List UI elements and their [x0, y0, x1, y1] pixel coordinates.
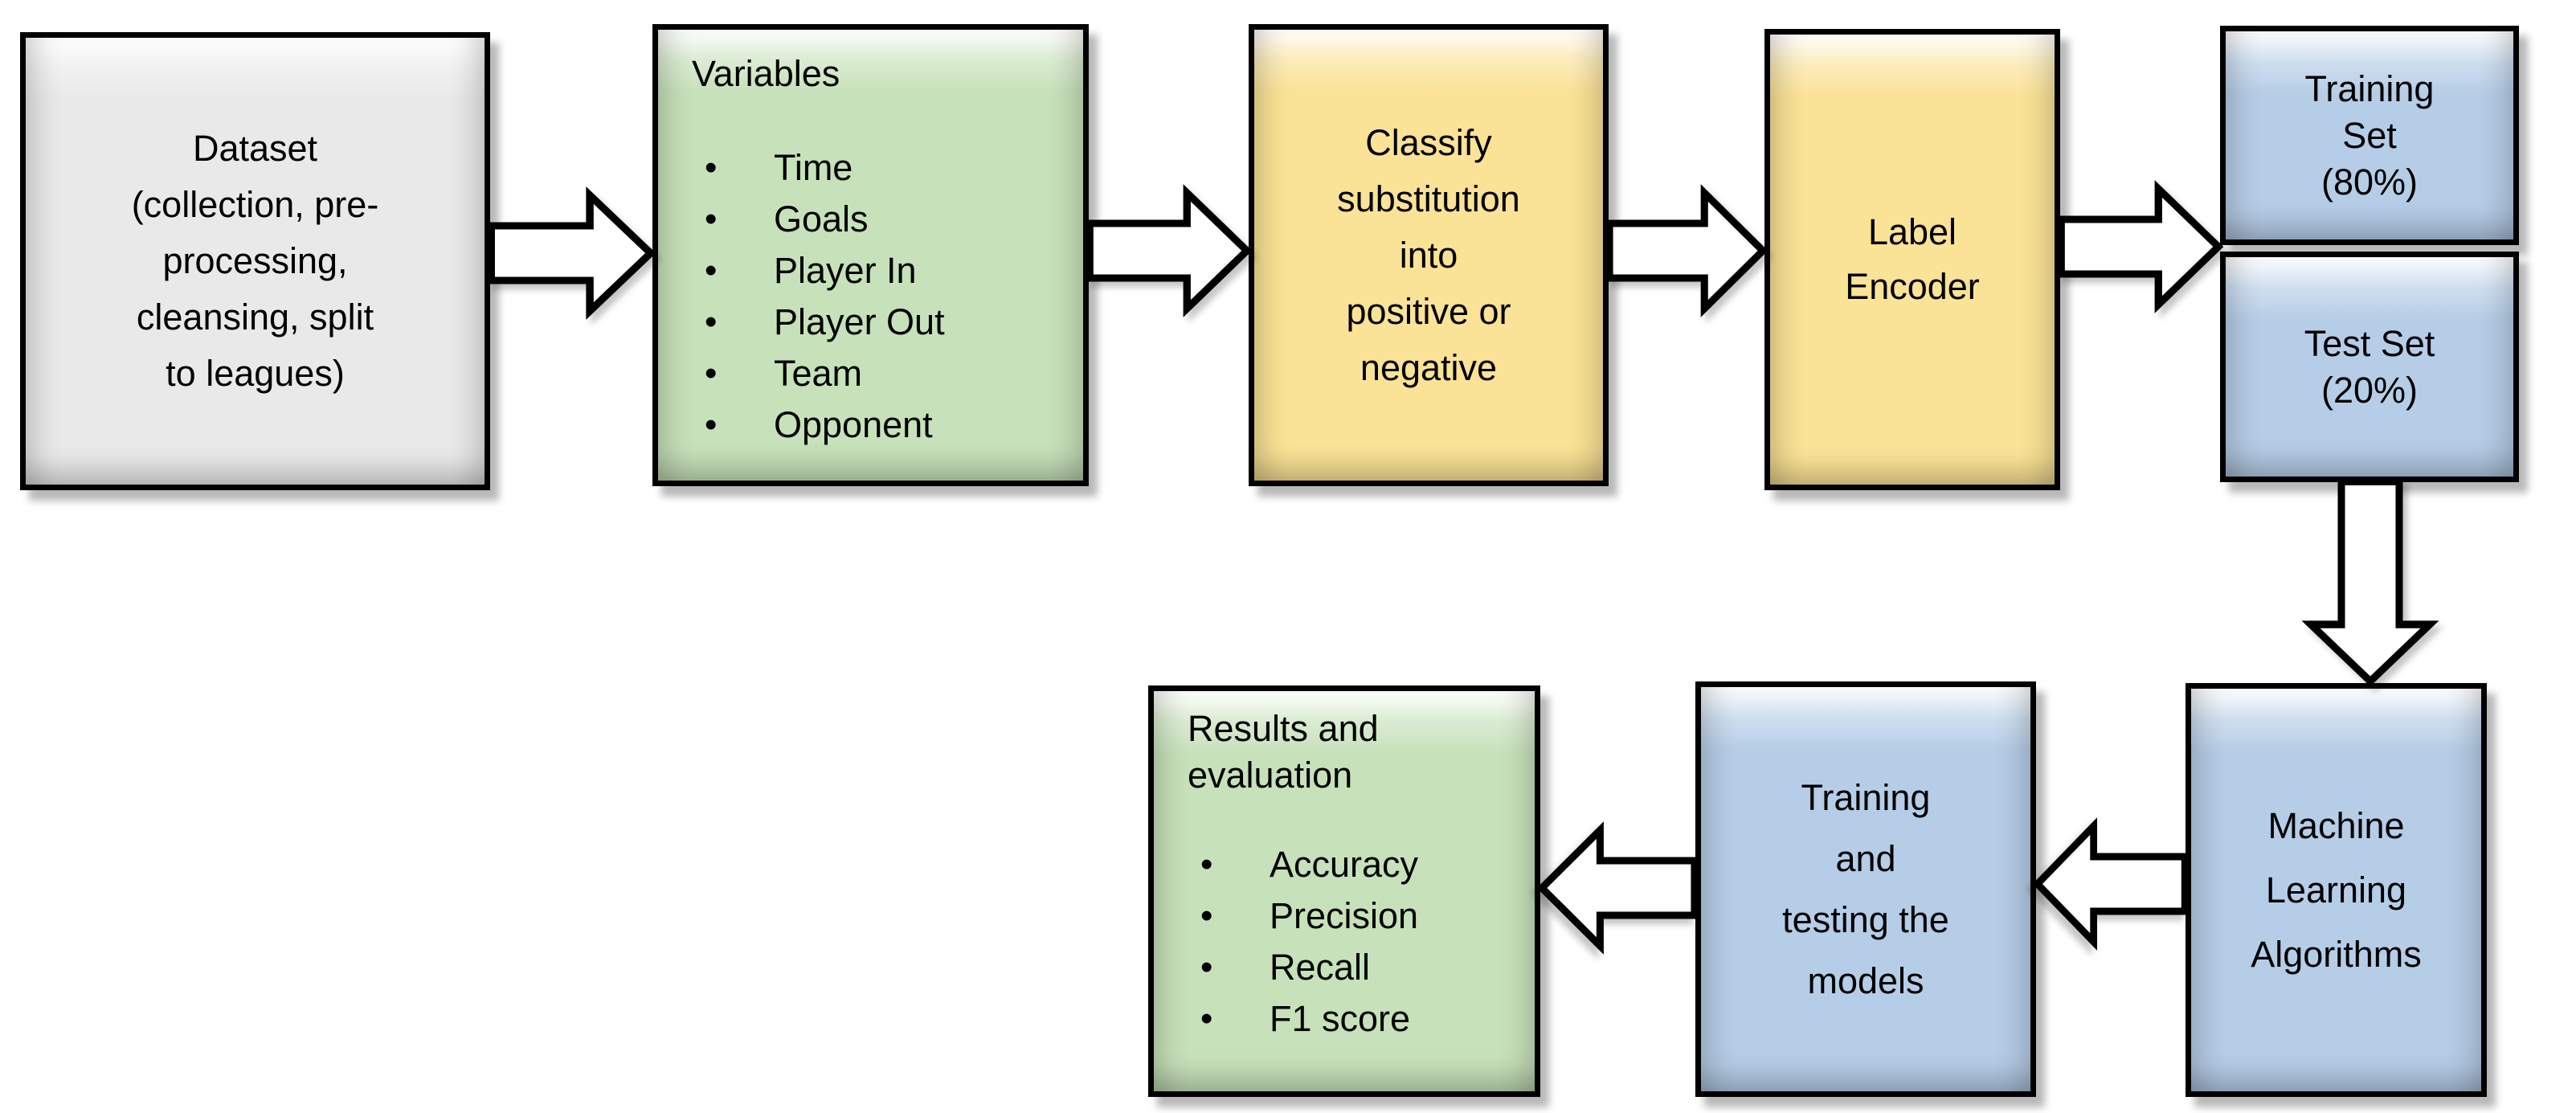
- training-testing-models-box: Training and testing the models: [1695, 681, 2036, 1097]
- training-testing-models-box-label: Training and testing the models: [1782, 776, 1949, 1001]
- list-item: Team: [692, 348, 1067, 399]
- label-encoder-box-label: Label Encoder: [1845, 211, 1980, 307]
- dataset-box-label: Dataset (collection, pre- processing, cl…: [131, 128, 379, 394]
- label-encoder-box: Label Encoder: [1764, 29, 2060, 490]
- arrow-down-icon: [2301, 477, 2439, 687]
- arrow-right-icon: [1605, 184, 1768, 317]
- list-item: Goals: [692, 194, 1067, 245]
- test-set-box: Test Set (20%): [2220, 252, 2519, 482]
- arrow-left-icon: [1536, 821, 1699, 955]
- list-item: Opponent: [692, 399, 1067, 451]
- list-item: Player Out: [692, 297, 1067, 348]
- dataset-box: Dataset (collection, pre- processing, cl…: [20, 32, 490, 490]
- results-evaluation-box: Results and evaluation Accuracy Precisio…: [1148, 685, 1540, 1097]
- arrow-right-icon: [487, 186, 656, 320]
- machine-learning-algorithms-box: Machine Learning Algorithms: [2186, 683, 2487, 1097]
- arrow-left-icon: [2032, 817, 2189, 951]
- results-evaluation-box-title: Results and evaluation: [1188, 708, 1379, 796]
- variables-box-title: Variables: [692, 53, 840, 94]
- training-set-box-label: Training Set (80%): [2304, 68, 2435, 203]
- variables-box: Variables Time Goals Player In Player Ou…: [652, 24, 1089, 486]
- list-item: Recall: [1188, 942, 1519, 993]
- list-item: Player In: [692, 245, 1067, 297]
- arrow-right-icon: [1086, 184, 1253, 317]
- arrow-right-icon: [2057, 180, 2224, 313]
- list-item: Accuracy: [1188, 839, 1519, 890]
- list-item: Time: [692, 142, 1067, 194]
- classify-substitution-box-label: Classify substitution into positive or n…: [1337, 121, 1520, 388]
- training-set-box: Training Set (80%): [2220, 26, 2519, 245]
- test-set-box-label: Test Set (20%): [2304, 322, 2435, 411]
- results-list: Accuracy Precision Recall F1 score: [1188, 839, 1519, 1045]
- machine-learning-algorithms-box-label: Machine Learning Algorithms: [2251, 804, 2422, 975]
- variables-list: Time Goals Player In Player Out Team Opp…: [692, 142, 1067, 451]
- list-item: F1 score: [1188, 993, 1519, 1045]
- list-item: Precision: [1188, 890, 1519, 942]
- classify-substitution-box: Classify substitution into positive or n…: [1249, 24, 1609, 486]
